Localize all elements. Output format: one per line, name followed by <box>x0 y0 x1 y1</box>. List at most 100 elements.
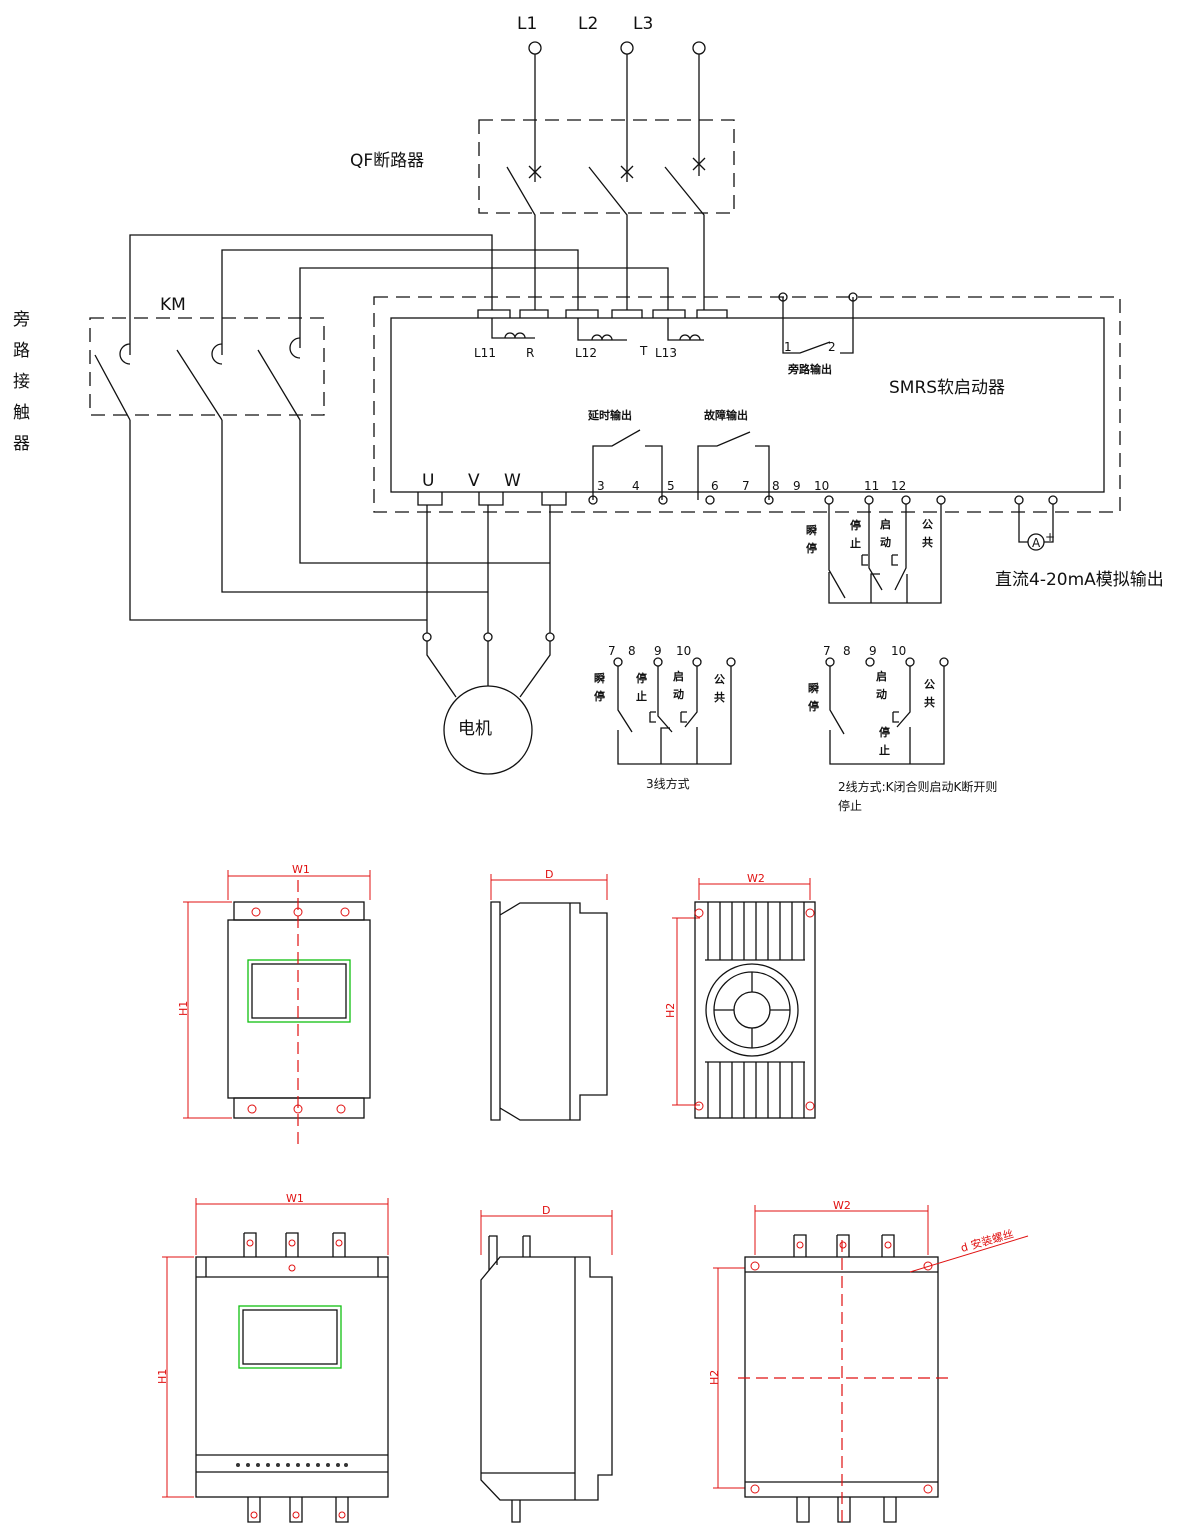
svg-text:共: 共 <box>714 690 725 704</box>
soft-starter: L11 R L12 T L13 1 2 旁路输出 SMRS软启动器 延时输出 故… <box>373 292 1121 513</box>
svg-text:公: 公 <box>924 678 935 691</box>
km-label: KM <box>160 295 186 315</box>
front-view-large: W1 H1 <box>156 1192 389 1523</box>
bypass-wires <box>129 234 669 355</box>
svg-text:D: D <box>545 868 553 881</box>
breaker-label: QF断路器 <box>350 151 424 171</box>
qf-breaker: QF断路器 <box>350 119 735 310</box>
terminal-l12: L12 <box>575 346 597 360</box>
analog-output: A + 直流4-20mA模拟输出 <box>995 504 1164 590</box>
terminal-l13: L13 <box>655 346 677 360</box>
bypass-output-label: 旁路输出 <box>787 362 832 376</box>
mounting-screw-label: d 安装螺丝 <box>959 1226 1015 1254</box>
svg-text:1: 1 <box>784 340 792 354</box>
soft-starter-title: SMRS软启动器 <box>889 378 1005 398</box>
svg-text:H2: H2 <box>708 1370 721 1385</box>
svg-text:2: 2 <box>828 340 836 354</box>
back-view-small: W2 H2 <box>664 872 816 1119</box>
svg-text:7: 7 <box>823 644 831 658</box>
phase-l3-label: L3 <box>633 14 653 34</box>
svg-text:启: 启 <box>880 517 891 531</box>
svg-text:4: 4 <box>632 479 640 493</box>
svg-text:6: 6 <box>711 479 719 493</box>
svg-text:9: 9 <box>793 479 801 493</box>
svg-text:瞬: 瞬 <box>594 671 605 685</box>
km-contactor: KM <box>89 295 550 621</box>
svg-text:瞬: 瞬 <box>808 681 819 695</box>
svg-text:U: U <box>422 471 434 491</box>
km-vertical-label: 旁 路 接 触 器 <box>13 310 30 454</box>
ammeter-icon <box>1027 533 1045 551</box>
side-view-large: D <box>480 1204 613 1523</box>
svg-text:停止: 停止 <box>838 798 862 813</box>
svg-text:动: 动 <box>876 687 887 701</box>
svg-text:动: 动 <box>673 687 684 701</box>
svg-text:器: 器 <box>13 434 30 454</box>
svg-text:止: 止 <box>636 689 647 703</box>
svg-text:8: 8 <box>843 644 851 658</box>
control-wiring: 瞬 停 停 止 启 动 公 共 <box>806 504 942 604</box>
svg-text:止: 止 <box>879 743 890 757</box>
svg-text:停: 停 <box>879 725 890 739</box>
svg-text:10: 10 <box>891 644 906 658</box>
svg-text:10: 10 <box>814 479 829 493</box>
svg-text:路: 路 <box>13 341 30 361</box>
two-wire-diagram: 7 8 9 10 瞬 停 启 动 停 止 公 共 2线方式:K闭合则启动K断开则… <box>808 644 997 813</box>
svg-text:止: 止 <box>850 536 861 550</box>
svg-text:瞬: 瞬 <box>806 523 817 537</box>
fault-output-label: 故障输出 <box>704 408 748 422</box>
power-supply: L1 L2 L3 <box>517 14 706 182</box>
svg-text:公: 公 <box>922 518 933 531</box>
three-wire-diagram: 7 8 9 10 瞬 停 停 止 启 动 公 共 3线方式 <box>594 644 736 791</box>
terminal-l11: L11 <box>474 346 496 360</box>
svg-text:8: 8 <box>628 644 636 658</box>
svg-text:W: W <box>504 471 521 491</box>
svg-text:D: D <box>542 1204 550 1217</box>
terminal-r: R <box>526 346 534 360</box>
svg-text:触: 触 <box>13 403 30 423</box>
svg-text:共: 共 <box>924 695 935 709</box>
front-view-small: W1 H1 <box>177 863 371 1145</box>
svg-text:10: 10 <box>676 644 691 658</box>
svg-text:11: 11 <box>864 479 879 493</box>
svg-text:5: 5 <box>667 479 675 493</box>
two-wire-label: 2线方式:K闭合则启动K断开则 <box>838 779 997 794</box>
delay-output-label: 延时输出 <box>587 408 632 422</box>
phase-l1-label: L1 <box>517 14 537 34</box>
svg-text:共: 共 <box>922 535 933 549</box>
svg-text:H1: H1 <box>156 1369 169 1384</box>
svg-text:12: 12 <box>891 479 906 493</box>
svg-text:动: 动 <box>880 535 891 549</box>
svg-text:停: 停 <box>850 518 861 532</box>
svg-text:接: 接 <box>13 372 30 392</box>
svg-text:启: 启 <box>876 669 887 683</box>
svg-text:7: 7 <box>742 479 750 493</box>
svg-text:停: 停 <box>636 671 647 685</box>
motor: 电机 <box>422 505 555 775</box>
svg-text:H1: H1 <box>177 1001 190 1016</box>
svg-text:V: V <box>468 471 480 491</box>
bottom-terminals <box>588 495 1058 505</box>
svg-text:W1: W1 <box>286 1192 304 1205</box>
motor-label: 电机 <box>458 719 492 739</box>
side-view-small: D <box>490 868 608 1121</box>
svg-text:公: 公 <box>714 673 725 686</box>
svg-text:7: 7 <box>608 644 616 658</box>
three-wire-label: 3线方式 <box>646 776 690 791</box>
phase-l2-label: L2 <box>578 14 598 34</box>
svg-text:W2: W2 <box>747 872 765 885</box>
analog-output-label: 直流4-20mA模拟输出 <box>995 570 1164 590</box>
svg-text:停: 停 <box>808 699 819 713</box>
svg-text:旁: 旁 <box>13 310 30 330</box>
svg-text:9: 9 <box>654 644 662 658</box>
svg-text:H2: H2 <box>664 1003 677 1018</box>
svg-text:启: 启 <box>673 669 684 683</box>
svg-text:8: 8 <box>772 479 780 493</box>
svg-text:3: 3 <box>597 479 605 493</box>
svg-text:9: 9 <box>869 644 877 658</box>
svg-text:停: 停 <box>806 541 817 555</box>
svg-text:W2: W2 <box>833 1199 851 1212</box>
svg-text:A: A <box>1032 536 1041 550</box>
svg-text:停: 停 <box>594 689 605 703</box>
